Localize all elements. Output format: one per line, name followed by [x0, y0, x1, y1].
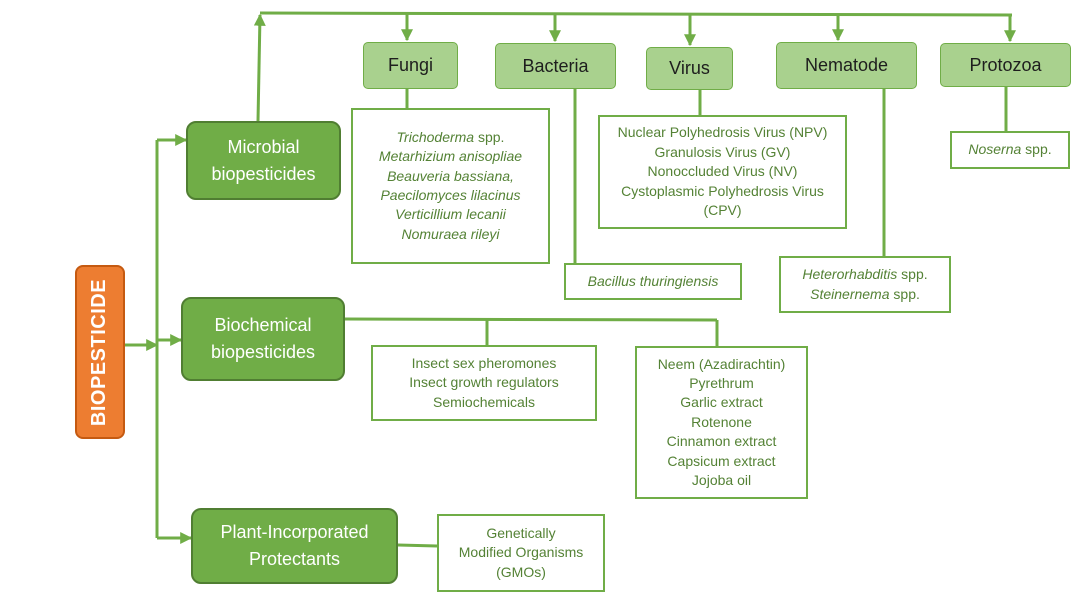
biochem-item: Insect growth regulators — [409, 374, 559, 391]
top-bar-line — [259, 11, 1013, 17]
fungi-item: Verticillium lecanii — [395, 206, 506, 223]
gmo-list: Genetically Modified Organisms (GMOs) — [437, 514, 605, 592]
line-pip-gmo — [397, 543, 438, 548]
bacteria-node: Bacteria — [495, 43, 616, 89]
botanical-extracts-list: Neem (Azadirachtin) Pyrethrum Garlic ext… — [635, 346, 808, 499]
nematode-label: Nematode — [804, 55, 889, 75]
fungi-node: Fungi — [363, 42, 458, 89]
plant-incorporated-protectants-node: Plant-Incorporated Protectants — [191, 508, 398, 584]
biochemical-bar-line — [344, 317, 718, 322]
biopesticide-root: BIOPESTICIDE — [75, 265, 125, 439]
fungi-item: Beauveria bassiana, — [387, 167, 514, 184]
botanical-item: Capsicum extract — [667, 452, 776, 469]
microbial-biopesticides-node: Microbial biopesticides — [186, 121, 341, 200]
virus-label: Virus — [669, 58, 710, 78]
microbial-line2: biopesticides — [211, 163, 316, 184]
gmo-item: Genetically — [486, 524, 556, 541]
bacteria-label: Bacteria — [522, 55, 589, 76]
protozoa-label: Protozoa — [969, 54, 1042, 75]
pip-line1: Plant-Incorporated — [220, 522, 369, 542]
botanical-item: Neem (Azadirachtin) — [657, 355, 786, 372]
biochem-item: Semiochemicals — [433, 393, 535, 410]
fungi-item: Metarhizium anisopliae — [378, 148, 523, 165]
biochemical-line1: Biochemical — [214, 315, 312, 335]
protozoa-node: Protozoa — [940, 43, 1071, 87]
biochem-item: Insect sex pheromones — [411, 354, 557, 371]
biochemical-line2: biopesticides — [210, 342, 316, 362]
botanical-item: Cinnamon extract — [666, 433, 777, 450]
virus-item: (CPV) — [703, 202, 742, 219]
botanical-item: Garlic extract — [680, 394, 763, 411]
virus-item: Granulosis Virus (GV) — [654, 143, 791, 160]
virus-node: Virus — [646, 47, 733, 90]
fungi-item: Nomuraea rileyi — [401, 225, 500, 242]
microbial-line1: Microbial — [227, 136, 300, 157]
nematode-item: Steinernema spp. — [810, 285, 920, 302]
fungi-species-list: Trichoderma spp. Metarhizium anisopliae … — [351, 108, 550, 264]
bacteria-species-list: Bacillus thuringiensis — [564, 263, 742, 300]
biochemical-biopesticides-node: Biochemical biopesticides — [181, 297, 345, 381]
virus-item: Nonoccluded Virus (NV) — [647, 163, 798, 180]
virus-types-list: Nuclear Polyhedrosis Virus (NPV) Granulo… — [598, 115, 847, 229]
insect-agents-list: Insect sex pheromones Insect growth regu… — [371, 345, 597, 421]
pip-line2: Protectants — [248, 549, 341, 569]
arrow-microbial-up — [253, 13, 266, 122]
virus-item: Cystoplasmic Polyhedrosis Virus — [621, 182, 824, 199]
bacteria-item: Bacillus thuringiensis — [587, 272, 719, 289]
virus-item: Nuclear Polyhedrosis Virus (NPV) — [617, 124, 828, 141]
gmo-item: Modified Organisms — [458, 544, 584, 561]
gmo-item: (GMOs) — [496, 563, 546, 580]
nematode-species-list: Heterorhabditis spp. Steinernema spp. — [779, 256, 951, 313]
fungi-label: Fungi — [387, 55, 434, 75]
botanical-item: Jojoba oil — [691, 472, 752, 489]
nematode-node: Nematode — [776, 42, 917, 89]
nematode-item: Heterorhabditis spp. — [802, 266, 928, 283]
protozoa-item: Noserna spp. — [968, 141, 1052, 158]
botanical-item: Pyrethrum — [689, 374, 754, 391]
fungi-item: Trichoderma spp. — [396, 128, 505, 145]
fungi-item: Paecilomyces lilacinus — [380, 187, 521, 203]
root-label: BIOPESTICIDE — [88, 278, 111, 426]
protozoa-species-list: Noserna spp. — [950, 131, 1070, 169]
botanical-item: Rotenone — [691, 413, 752, 430]
